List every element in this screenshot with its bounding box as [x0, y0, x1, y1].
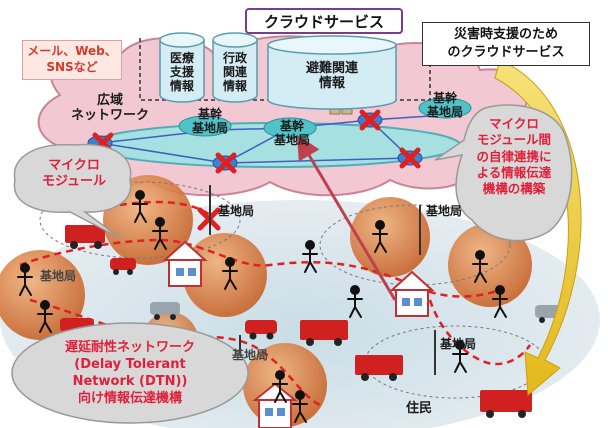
person-icon: [132, 190, 148, 223]
backbone-label-3: 基幹 基地局: [426, 91, 463, 119]
base-station-label-4: 基地局: [440, 337, 477, 351]
cloud-service-title: クラウドサービス: [245, 8, 403, 34]
micro-module-sphere: [448, 223, 532, 307]
uplink-arrow: [296, 134, 397, 301]
fire-truck-icon: [355, 355, 403, 381]
callout-micro-module-bg: [13, 143, 132, 239]
micro-module-callout-text: マイクロ モジュール: [41, 158, 107, 189]
person-icon: [272, 370, 288, 403]
micro-module-sphere: [350, 197, 430, 277]
dtn-callout-text: 遅延耐性ネットワーク (Delay Tolerant Network (DTN)…: [64, 340, 195, 406]
db-admin: [212, 32, 258, 103]
person-icon: [302, 240, 318, 273]
db-medical: [159, 32, 205, 103]
autonomy-callout-text: マイクロ モジュール間 の自律連携に よる情報伝達 機構の構築: [476, 116, 552, 196]
micro-module-sphere: [183, 233, 267, 317]
backbone-label-1: 基幹 基地局: [191, 107, 228, 135]
person-icon: [222, 257, 238, 290]
fire-truck-icon: [65, 225, 105, 249]
person-icon: [347, 285, 363, 318]
person-icon: [37, 300, 53, 333]
callout-autonomy-bg: [434, 104, 573, 242]
wide-network-label: 広域 ネットワーク: [70, 93, 149, 123]
backbone-disks: [178, 97, 472, 139]
backbone-label-2: 基幹 基地局: [273, 119, 310, 147]
db-admin-label: 行政 関連 情報: [222, 51, 247, 93]
network-failure-marks: [92, 109, 421, 174]
failure-x-icon: [215, 152, 237, 174]
car-icon: [110, 258, 136, 275]
resident-label: 住民: [406, 401, 433, 416]
disaster-support-box: 災害時支援のため のクラウドサービス: [422, 22, 590, 66]
callout-dtn-bg: [11, 322, 249, 424]
micro-module-sphere: [0, 250, 85, 340]
car-icon: [245, 320, 277, 340]
db-evacuation: [267, 35, 397, 110]
house-icon: [162, 240, 208, 287]
base-station-label-1: 基地局: [218, 204, 255, 218]
db-medical-label: 医療 支援 情報: [169, 51, 194, 93]
house-icon: [389, 270, 435, 317]
person-icon: [492, 285, 508, 318]
failure-x-icon: [399, 147, 421, 169]
house-icon: [252, 382, 298, 428]
person-icon: [452, 340, 468, 373]
person-icon: [17, 263, 33, 296]
mail-web-sns-box: メール、Web、 SNSなど: [22, 40, 122, 80]
db-evac-label: 避難関連 情報: [305, 61, 358, 91]
fire-truck-icon: [300, 320, 348, 346]
person-icon: [152, 217, 168, 250]
car-icon: [150, 302, 180, 320]
fire-truck-icon: [480, 390, 532, 418]
base-station-label-2: 基地局: [426, 204, 463, 218]
base-station-label-5: 基地局: [232, 348, 269, 362]
houses: [162, 240, 435, 428]
base-station-label-3: 基地局: [40, 269, 77, 283]
person-icon: [472, 250, 488, 283]
person-icon: [372, 220, 388, 253]
person-icon: [292, 390, 308, 423]
failure-x-icon: [359, 109, 381, 131]
